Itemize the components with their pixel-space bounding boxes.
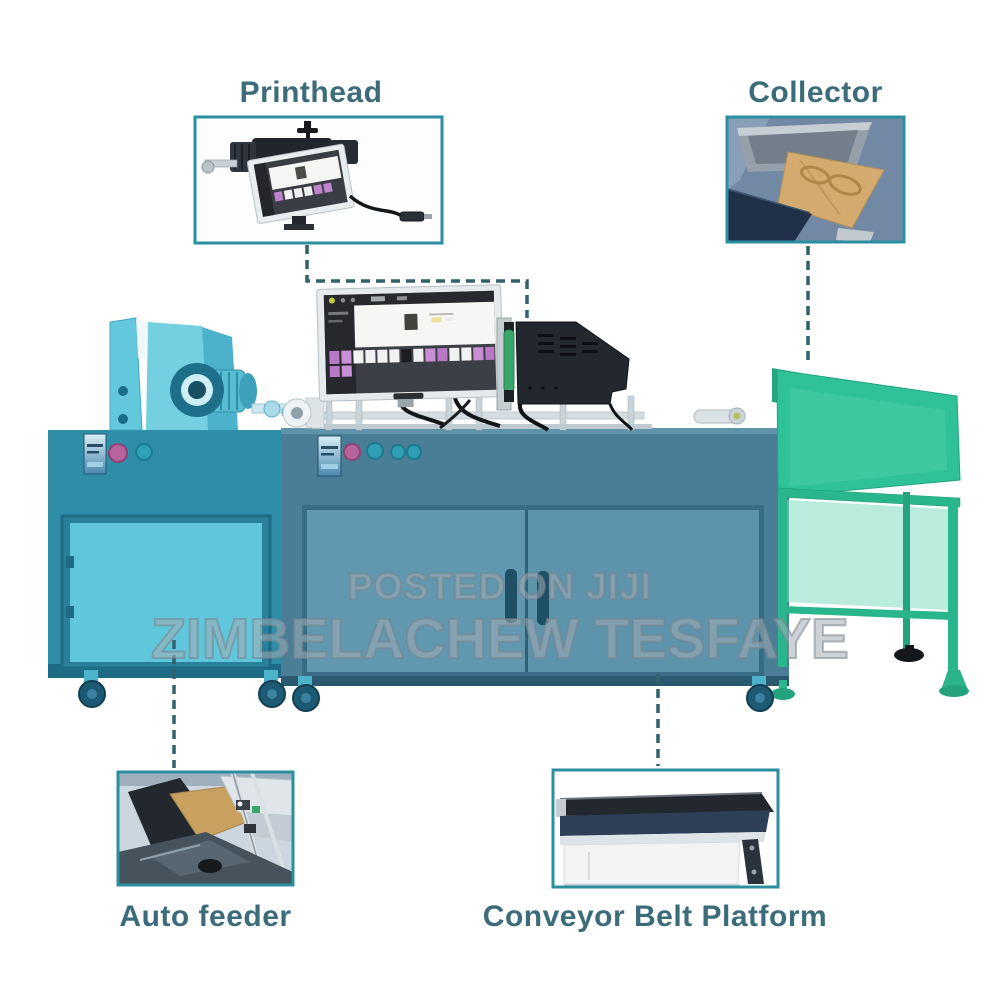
door-handle xyxy=(537,571,549,625)
printhead-unit xyxy=(496,317,634,432)
leveling-foot xyxy=(894,648,924,662)
vent-slots xyxy=(528,334,598,390)
collector-tray xyxy=(727,190,812,242)
feeder-button xyxy=(135,443,153,461)
conveyor-callout-frame xyxy=(551,768,780,889)
printhead-callout-frame xyxy=(193,115,444,245)
feeder-control-plate xyxy=(83,433,107,475)
callout-connectors xyxy=(172,245,810,768)
conveyor-belt xyxy=(560,794,774,816)
cabinet-button xyxy=(366,442,384,460)
cabinet-button xyxy=(390,444,406,460)
printhead-gantry xyxy=(282,395,652,431)
cable xyxy=(439,399,472,430)
caster-wheel xyxy=(258,670,286,708)
cabinet-power-button xyxy=(343,443,361,461)
cable xyxy=(608,403,634,431)
cabinet-button xyxy=(406,444,422,460)
ink-cylinder xyxy=(503,329,515,393)
main-cabinet xyxy=(281,428,789,686)
tension-roller xyxy=(693,407,746,425)
leveling-foot xyxy=(939,685,969,697)
design-canvas xyxy=(354,301,496,348)
control-monitor xyxy=(316,284,504,408)
caster-wheels xyxy=(78,670,774,712)
thumbnail-strip xyxy=(329,346,495,378)
auto-feeder-callout-frame xyxy=(116,770,295,887)
cable xyxy=(517,403,550,432)
paper-bag xyxy=(777,151,885,229)
printhead-callout-photo xyxy=(195,117,442,243)
caster-wheel xyxy=(746,676,774,712)
printhead-connector-line xyxy=(305,245,529,318)
platform-leg xyxy=(742,839,764,884)
caster-wheel xyxy=(78,670,106,708)
feeder-power-button xyxy=(108,443,128,463)
caster-wheel xyxy=(292,676,320,712)
feeder-motor xyxy=(170,363,295,419)
collector-callout-frame xyxy=(725,115,906,244)
collector-callout-photo xyxy=(727,117,904,242)
cable xyxy=(453,397,501,428)
feeder-door xyxy=(70,523,262,662)
leveling-foot xyxy=(771,688,795,700)
auto-feeder-callout-photo xyxy=(118,772,293,885)
printhead-monitor xyxy=(246,143,355,224)
collector-label: Collector xyxy=(748,76,883,109)
conveyor-label: Conveyor Belt Platform xyxy=(482,900,828,933)
printhead-label: Printhead xyxy=(239,76,383,109)
cabinet-left-door xyxy=(307,510,525,672)
auto-feeder-label: Auto feeder xyxy=(119,900,292,933)
auto-feeder-unit xyxy=(48,317,295,678)
cabinet-control-plate xyxy=(317,435,342,477)
cabinet-right-door xyxy=(528,510,759,672)
collector-stand xyxy=(771,368,969,700)
conveyor-callout-photo xyxy=(553,770,778,887)
bag-printing-machine xyxy=(48,284,969,712)
door-handle xyxy=(505,569,517,623)
